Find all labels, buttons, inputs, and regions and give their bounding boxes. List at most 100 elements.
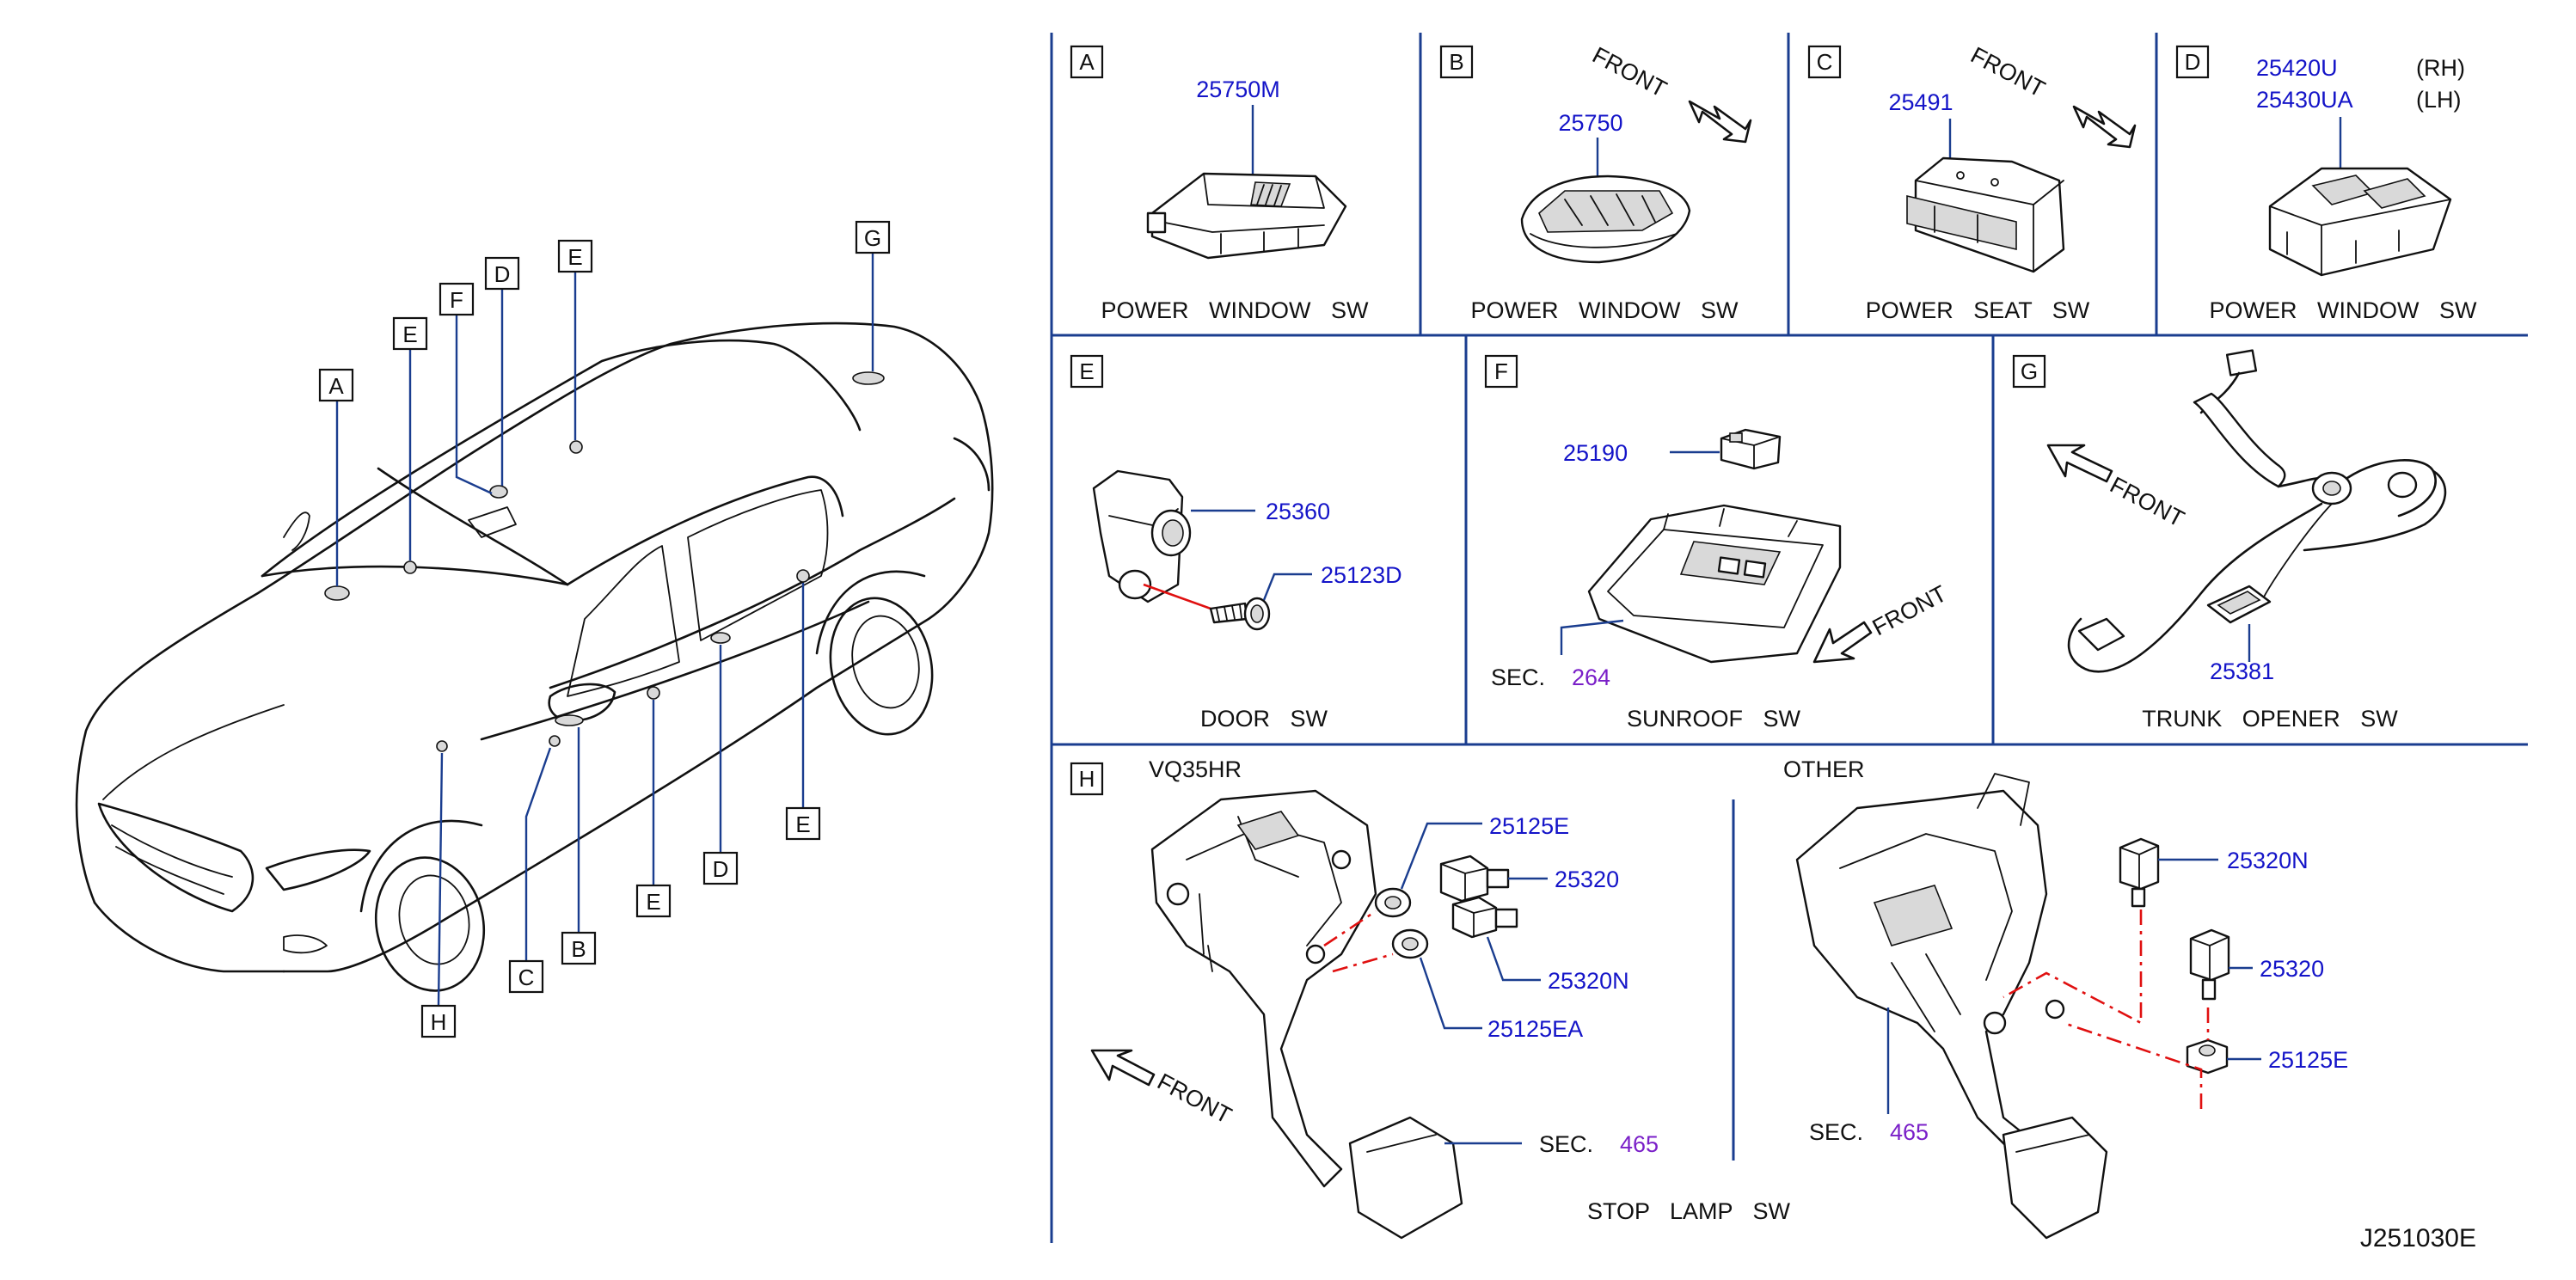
svg-text:E: E (646, 889, 660, 915)
part-number-25320n-left: 25320N (1548, 968, 1629, 994)
panel-g: G FRONT 25381 TRUNK OPENER SW (2012, 349, 2447, 732)
sec-label-h-left: SEC. (1539, 1131, 1593, 1157)
panel-e: E 25360 25123D DOOR SW (1070, 354, 1402, 732)
svg-text:D: D (2185, 49, 2201, 75)
caption-d: POWER WINDOW SW (2210, 297, 2477, 323)
power-window-switch-b (1520, 175, 1691, 264)
car-callout-e-windshield: E (392, 316, 428, 351)
part-number-25491: 25491 (1888, 89, 1953, 115)
part-number-25125ea: 25125EA (1487, 1016, 1583, 1042)
front-label-c: FRONT (1966, 42, 2049, 102)
car-overview-illustration (75, 322, 994, 992)
car-callout-labels: A E F D E G B C (318, 220, 891, 1038)
panel-a: A 25750M POWER WINDOW SW (1070, 45, 1369, 323)
sec-label-h-right: SEC. (1809, 1119, 1863, 1145)
car-callout-h: H (420, 1004, 457, 1038)
door-switch-screw (1209, 597, 1271, 631)
svg-text:D: D (494, 261, 511, 287)
power-window-switch-d (2268, 167, 2452, 277)
svg-text:E: E (567, 244, 582, 270)
svg-text:C: C (1817, 49, 1833, 75)
stop-lamp-switch-other (2119, 837, 2230, 1075)
note-lh: (LH) (2416, 87, 2462, 113)
trunk-opener-switch (2067, 349, 2447, 673)
part-number-25123d: 25123D (1321, 562, 1402, 588)
brake-pedal-assembly-other (1795, 773, 2108, 1240)
note-rh: (RH) (2416, 55, 2465, 81)
part-number-25320-right: 25320 (2260, 956, 2324, 982)
car-callout-e-rear-door: E (785, 806, 821, 841)
part-number-25750: 25750 (1558, 110, 1622, 136)
svg-text:C: C (518, 965, 535, 990)
front-arrow-h-icon (1090, 1049, 1156, 1087)
front-arrow-g-icon (2046, 444, 2113, 483)
diagram-id: J251030E (2360, 1224, 2476, 1252)
front-label-h: FRONT (1153, 1069, 1236, 1129)
car-callout-e-front-door: E (635, 884, 672, 918)
car-callout-d-lower: D (702, 851, 739, 885)
svg-text:B: B (571, 936, 586, 962)
front-arrow-c-icon (2072, 105, 2137, 149)
part-number-25360: 25360 (1266, 499, 1330, 524)
panel-frame-grid (1050, 33, 2528, 1243)
part-number-25125e-right: 25125E (2268, 1047, 2348, 1073)
svg-text:E: E (1079, 358, 1094, 384)
power-seat-switch-c (1906, 156, 2065, 273)
front-arrow-b-icon (1688, 100, 1752, 144)
caption-h: STOP LAMP SW (1587, 1198, 1791, 1224)
section-ref-264: 264 (1572, 664, 1610, 690)
svg-text:E: E (402, 322, 417, 347)
car-callout-a: A (318, 368, 354, 402)
stop-lamp-switch-vq35hr (1374, 854, 1518, 959)
car-callout-g: G (855, 220, 891, 254)
svg-text:H: H (431, 1009, 447, 1035)
front-label-b: FRONT (1588, 42, 1671, 102)
car-callout-b: B (561, 931, 597, 965)
svg-text:H: H (1079, 766, 1095, 792)
panel-h: H VQ35HR OTHER (1070, 756, 2348, 1240)
caption-f: SUNROOF SW (1627, 706, 1801, 732)
car-callout-e-roof: E (557, 239, 593, 273)
part-number-25381: 25381 (2210, 658, 2274, 684)
caption-a: POWER WINDOW SW (1101, 297, 1369, 323)
svg-text:G: G (2021, 358, 2038, 384)
svg-text:B: B (1449, 49, 1463, 75)
sunroof-small-switch (1720, 428, 1782, 470)
svg-text:F: F (450, 287, 463, 313)
caption-b: POWER WINDOW SW (1471, 297, 1739, 323)
svg-text:A: A (1079, 49, 1095, 75)
front-label-g: FRONT (2106, 472, 2188, 532)
overhead-console (1587, 504, 1842, 664)
part-number-25320n-right: 25320N (2227, 848, 2309, 873)
sec-label-f: SEC. (1491, 664, 1545, 690)
part-number-25430ua: 25430UA (2256, 87, 2353, 113)
car-callout-f: F (439, 282, 475, 316)
part-number-25750m: 25750M (1196, 77, 1280, 102)
front-label-f: FRONT (1868, 580, 1951, 640)
caption-c: POWER SEAT SW (1866, 297, 2090, 323)
brake-pedal-assembly-vq35hr (1150, 789, 1463, 1240)
svg-text:A: A (328, 373, 344, 399)
variant-other: OTHER (1783, 756, 1865, 782)
panel-b: B FRONT 25750 POWER WINDOW SW (1439, 42, 1752, 323)
part-number-25190: 25190 (1563, 440, 1628, 466)
part-number-25420u: 25420U (2256, 55, 2338, 81)
svg-text:F: F (1494, 358, 1508, 384)
car-callout-leaders (335, 253, 874, 1007)
door-switch (1092, 469, 1192, 603)
panel-d: D 25420U 25430UA (RH) (LH) POWER WINDOW … (2175, 45, 2477, 323)
front-arrow-f-icon (1812, 621, 1873, 664)
svg-text:E: E (795, 811, 810, 837)
part-number-25125e-left: 25125E (1489, 813, 1569, 839)
car-callout-c: C (508, 959, 544, 994)
caption-g: TRUNK OPENER SW (2142, 706, 2398, 732)
panel-f: F 25190 SEC. 264 FRONT SUNROOF SW (1484, 354, 1951, 732)
car-callout-d-upper: D (484, 256, 520, 291)
section-ref-465-left: 465 (1620, 1131, 1659, 1157)
panel-c: C FRONT 25491 POWER SEAT SW (1807, 42, 2137, 323)
svg-text:D: D (713, 856, 729, 882)
svg-text:G: G (864, 225, 881, 251)
caption-e: DOOR SW (1200, 706, 1328, 732)
